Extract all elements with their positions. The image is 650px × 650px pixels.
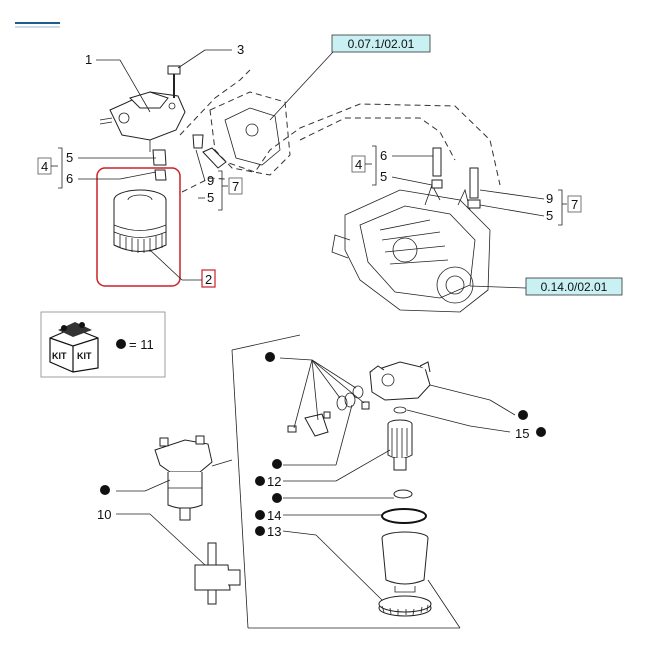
bolt[interactable] [167,65,181,98]
dot-icon [255,476,265,486]
dot-icon [518,410,528,420]
callout-10: 10 [97,507,111,522]
filter-bowl[interactable] [381,531,429,593]
dot-icon [255,510,265,520]
callout-15: 15 [515,426,529,441]
dot-icon [536,427,546,437]
washers[interactable] [287,385,370,437]
retaining-ring[interactable] [378,595,432,617]
reference-right[interactable]: 0.14.0/02.01 [525,277,623,296]
callout-5-right-lower: 5 [546,208,553,223]
callout-6-left: 6 [66,171,73,186]
filter-cartridge[interactable] [113,189,167,253]
callout-6-right: 6 [380,148,387,163]
callout-5-mid: 5 [207,190,214,205]
filter-head-exploded[interactable] [369,361,431,401]
callout-5-right: 5 [380,169,387,184]
kit-text-2: KIT [77,351,92,361]
injection-pump[interactable] [331,184,491,313]
callout-1: 1 [85,52,92,67]
pipe-9-right[interactable] [467,167,481,209]
reference-top[interactable]: 0.07.1/02.01 [331,34,431,53]
gasket-ring[interactable] [393,489,413,499]
seal-small[interactable] [393,406,407,414]
callout-13: 13 [267,524,281,539]
kit-box-icon: KIT KIT [49,322,99,373]
callout-4-left: 4 [41,159,48,174]
callout-14: 14 [267,508,281,523]
reference-right-text: 0.14.0/02.01 [541,280,608,294]
kit-dot-icon [116,339,126,349]
callout-2: 2 [205,272,212,287]
fitting-mid[interactable] [192,134,227,169]
kit-count: = 11 [129,337,154,352]
callout-9-right: 9 [546,191,553,206]
callout-12: 12 [267,474,281,489]
pipe-6-right[interactable] [431,147,443,189]
filter-assembly[interactable] [154,435,213,521]
callout-9-mid: 9 [207,173,214,188]
highlight-box [96,167,181,287]
inline-filter[interactable] [194,542,241,605]
fitting-left[interactable] [152,149,167,181]
filter-element[interactable] [387,419,413,471]
dot-icon [272,459,282,469]
callout-4-right: 4 [355,157,362,172]
callout-7-mid: 7 [232,179,239,194]
filter-head[interactable] [99,91,186,152]
callout-5-left: 5 [66,150,73,165]
callout-7-right: 7 [571,197,578,212]
engine-bracket [209,91,291,176]
o-ring[interactable] [381,508,427,524]
dot-icon [100,485,110,495]
dot-icon [272,493,282,503]
dot-icon [255,526,265,536]
reference-top-text: 0.07.1/02.01 [348,37,415,51]
kit-legend: KIT KIT = 11 [40,311,166,378]
dot-icon [265,352,275,362]
kit-text-1: KIT [52,351,67,361]
callout-3: 3 [237,42,244,57]
